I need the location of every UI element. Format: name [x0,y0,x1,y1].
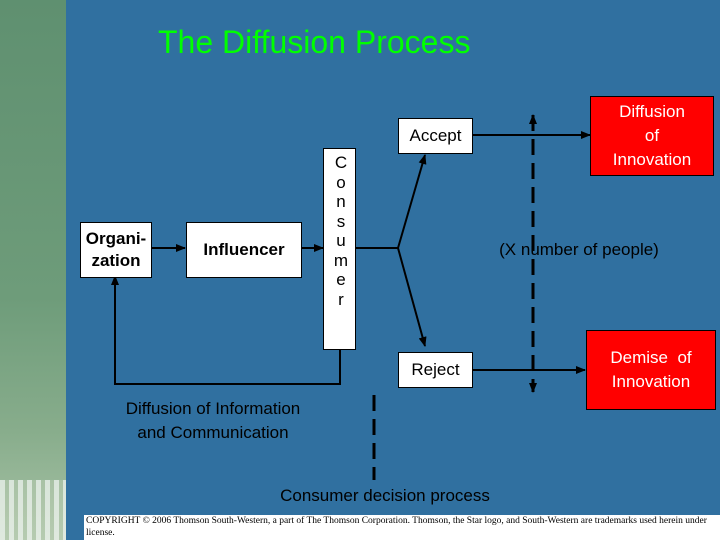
diffusion-info-label: Diffusion of Information and Communicati… [125,399,301,442]
organization-label: Organi- zation [85,229,147,270]
influencer-box: Influencer [186,222,302,278]
feedback-loop [111,275,341,385]
consumer-letter: C [334,153,348,172]
slide-title: The Diffusion Process [158,24,471,60]
reject-label: Reject [411,360,460,379]
consumer-box [323,148,356,350]
consumer-letter: m [333,250,349,270]
branch-up [397,154,427,249]
organization-box: Organi- zation [80,222,152,278]
demise-of-innovation-box: Demise of Innovation [586,330,716,410]
consumer-letter: r [338,289,344,309]
diffusion-of-innovation-box: Diffusion of Innovation [590,96,714,176]
slide-background [66,0,720,540]
consumer-letter: o [336,172,346,192]
consumer-letter: s [336,211,346,231]
demise-of-innovation-label: Demise of Innovation [610,348,692,391]
consumer-letter: u [336,231,346,250]
reeds-image [0,480,66,540]
diffusion-of-innovation-label: Diffusion of Innovation [612,102,692,169]
influencer-label: Influencer [203,240,285,259]
branch-down [397,247,427,347]
copyright-footer: COPYRIGHT © 2006 Thomson South-Western, … [84,515,720,540]
consumer-letter: n [336,192,346,211]
x-number-label: (X number of people) [499,240,659,259]
consumer-letter: e [336,270,346,289]
reject-box: Reject [398,352,473,388]
accept-label: Accept [409,126,462,145]
accept-box: Accept [398,118,473,154]
consumer-decision-label: Consumer decision process [280,486,490,505]
consumer-label: C o n s u m e r [326,153,356,309]
left-decorative-bar [0,0,66,540]
